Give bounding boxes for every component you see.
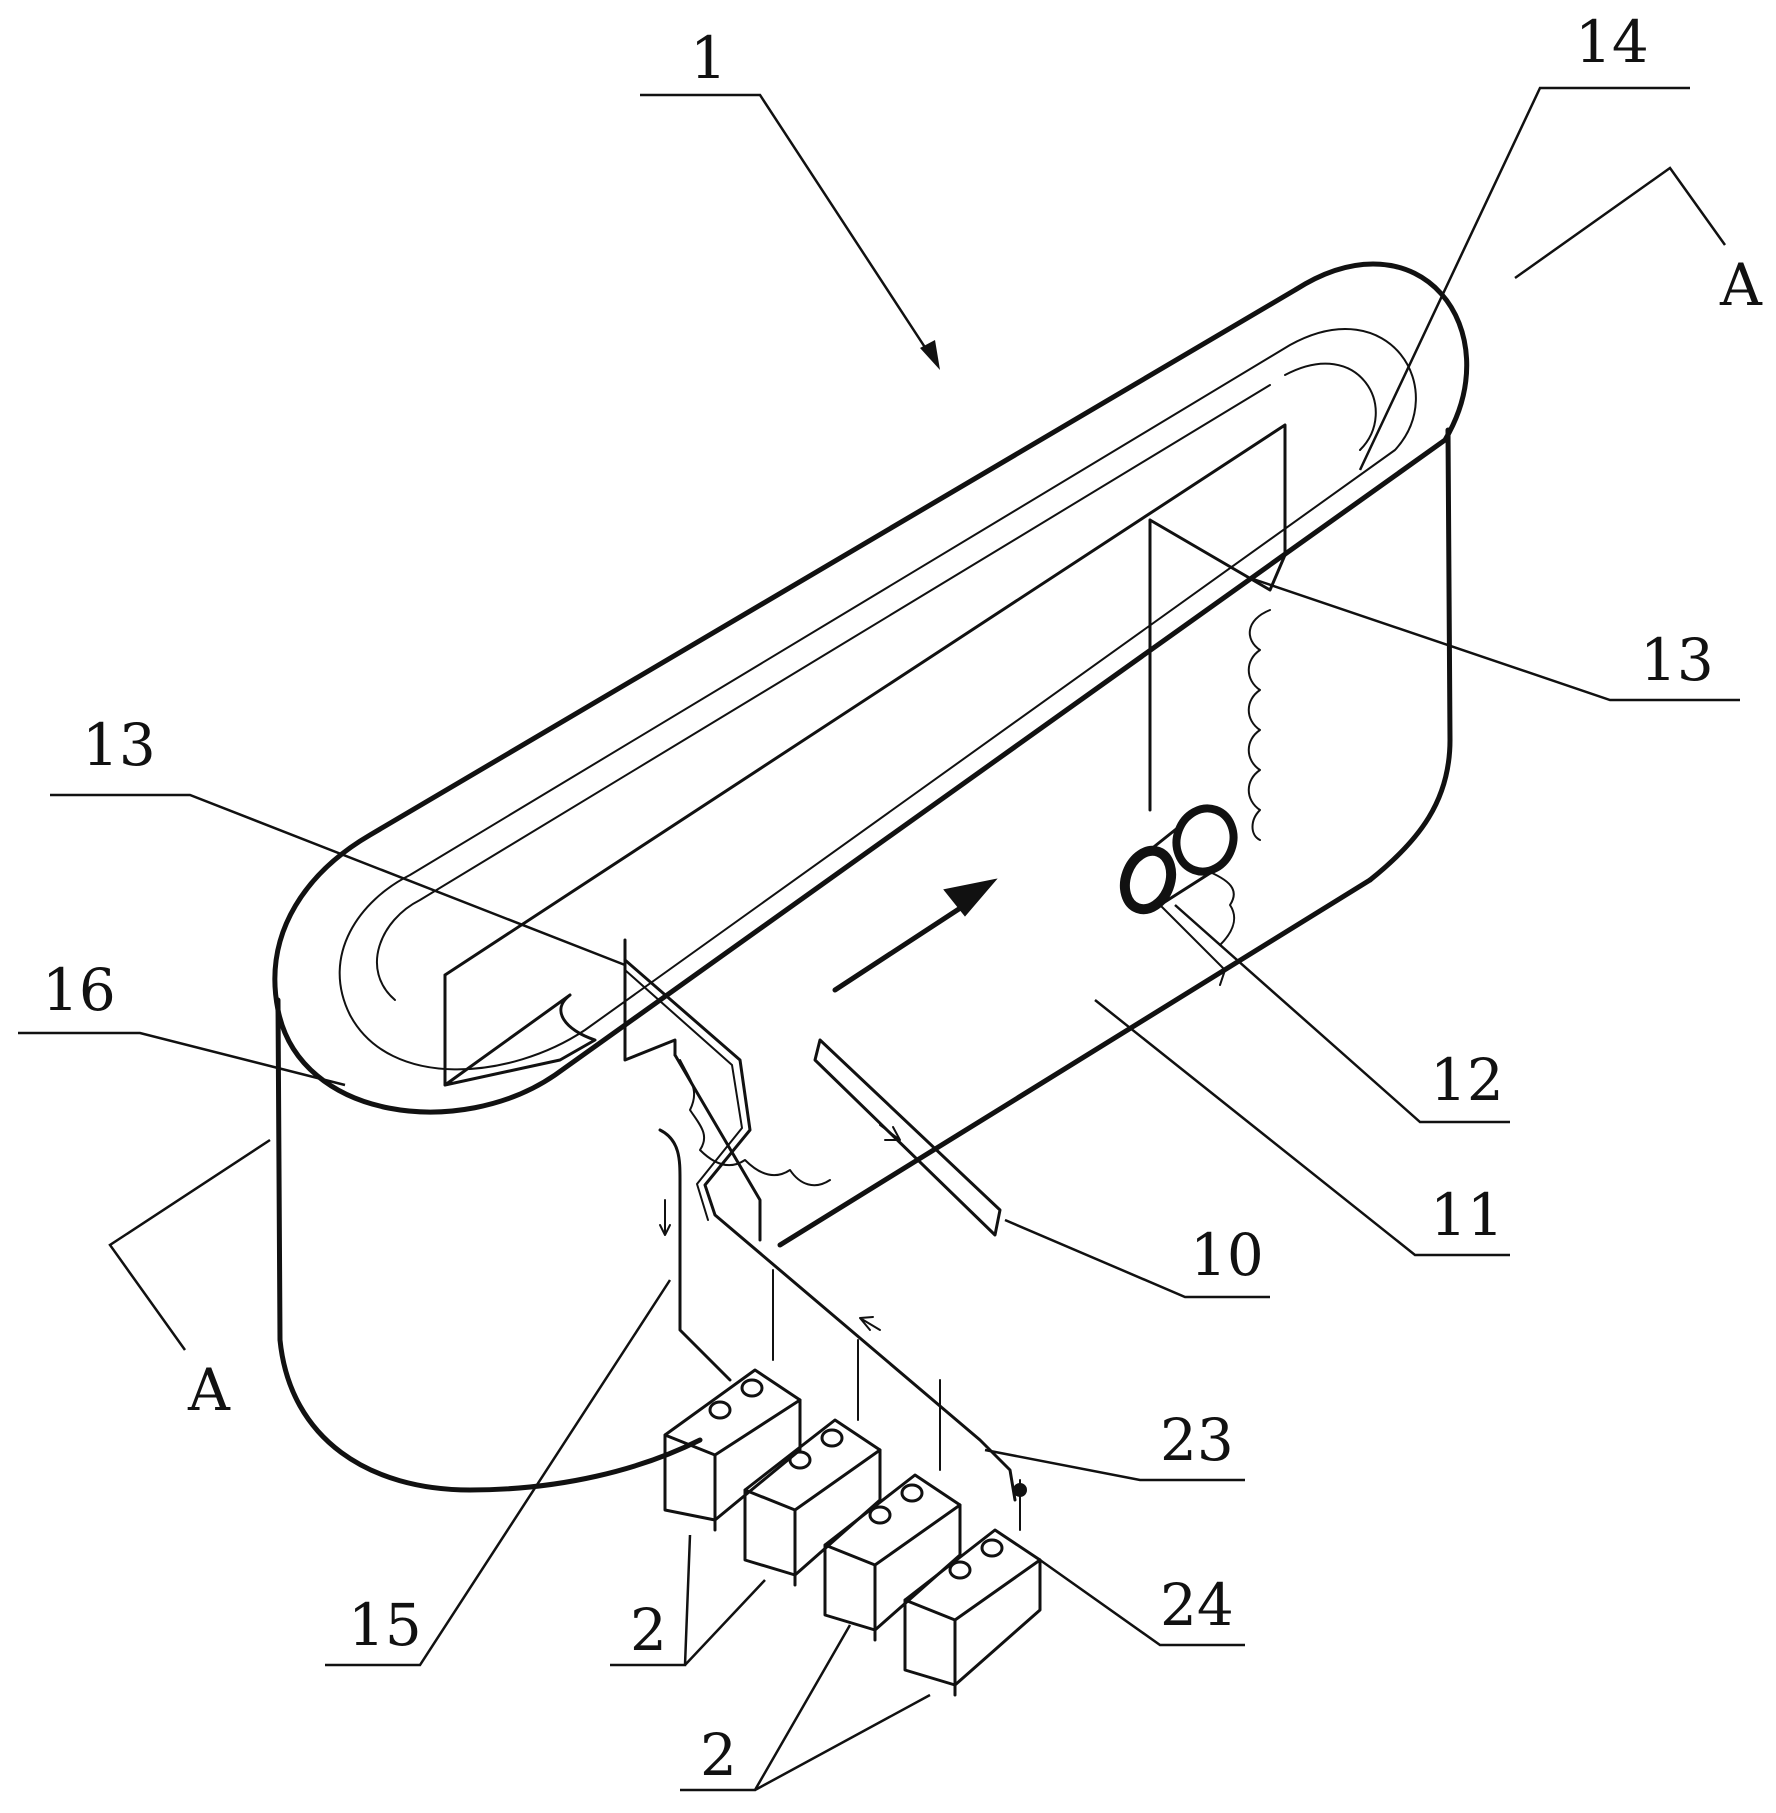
leader-11	[1094, 999, 1510, 1257]
pipe-15	[658, 1128, 732, 1382]
leader-13-right	[1249, 576, 1740, 702]
fixture-12	[1119, 804, 1238, 986]
battery-1	[663, 1368, 802, 1532]
wavy-cutaway-left	[679, 1059, 831, 1187]
battery-2	[743, 1418, 882, 1587]
battery-group	[663, 1368, 1042, 1697]
label-14: 14	[1575, 8, 1649, 76]
pipe-23	[623, 958, 1017, 1502]
flow-arrow-head	[943, 878, 998, 917]
leader-1-arrow	[920, 340, 940, 370]
tank-channel-line	[376, 362, 1377, 1001]
tank-bottom-edge	[777, 877, 1373, 1248]
small-arrow-2	[879, 1124, 901, 1141]
label-13-right: 13	[1640, 626, 1714, 694]
tank-left-wall	[275, 997, 703, 1493]
gap-wall-right	[673, 1053, 762, 1242]
leader-13-left	[50, 793, 626, 967]
leader-lines	[18, 86, 1740, 1792]
leader-16	[18, 1031, 346, 1087]
label-A-left: A	[187, 1356, 231, 1424]
leader-A-left	[108, 1138, 271, 1351]
label-23: 23	[1160, 1406, 1234, 1474]
leader-12	[1174, 904, 1510, 1124]
leader-A-top	[1514, 166, 1727, 280]
battery-3	[823, 1473, 962, 1642]
leader-1	[640, 93, 932, 356]
leader-14	[1358, 86, 1690, 471]
flow-arrow-shaft	[832, 902, 968, 993]
label-11: 11	[1430, 1181, 1504, 1249]
tank-right-wall	[1367, 427, 1453, 883]
label-10: 10	[1190, 1221, 1264, 1289]
label-2-upper: 2	[630, 1596, 667, 1664]
leader-24	[1039, 1558, 1245, 1647]
plate-10	[813, 1038, 1002, 1237]
small-arrow-1	[659, 1199, 671, 1236]
reference-labels: 1 14 A 13 13 16 A 12 11 10 23 24 15 2 2	[42, 8, 1763, 1789]
wavy-cutaway-right	[1247, 609, 1271, 841]
label-16: 16	[42, 956, 116, 1024]
leader-2-lower	[680, 1624, 931, 1792]
label-1: 1	[690, 24, 727, 92]
label-15: 15	[348, 1591, 422, 1659]
inner-wall-right	[1148, 518, 1287, 812]
center-baffle-top	[443, 423, 1287, 1087]
leader-2-upper	[610, 1534, 766, 1667]
label-A-top: A	[1719, 251, 1763, 319]
tank-outer-rim	[272, 261, 1470, 1115]
gap-wall-left	[623, 938, 677, 1062]
small-arrow-3	[859, 1316, 881, 1331]
tank-body	[272, 261, 1470, 1531]
pipe-23-inner	[624, 969, 743, 1221]
leader-15	[325, 1279, 672, 1667]
leader-23	[984, 1448, 1245, 1482]
leader-10	[1004, 1218, 1270, 1299]
node-24	[1013, 1483, 1027, 1497]
label-13-left: 13	[82, 711, 156, 779]
battery-4	[903, 1528, 1042, 1697]
label-12: 12	[1430, 1046, 1504, 1114]
tank-inner-rim	[338, 328, 1417, 1071]
label-24: 24	[1160, 1571, 1234, 1639]
label-2-lower: 2	[700, 1721, 737, 1789]
